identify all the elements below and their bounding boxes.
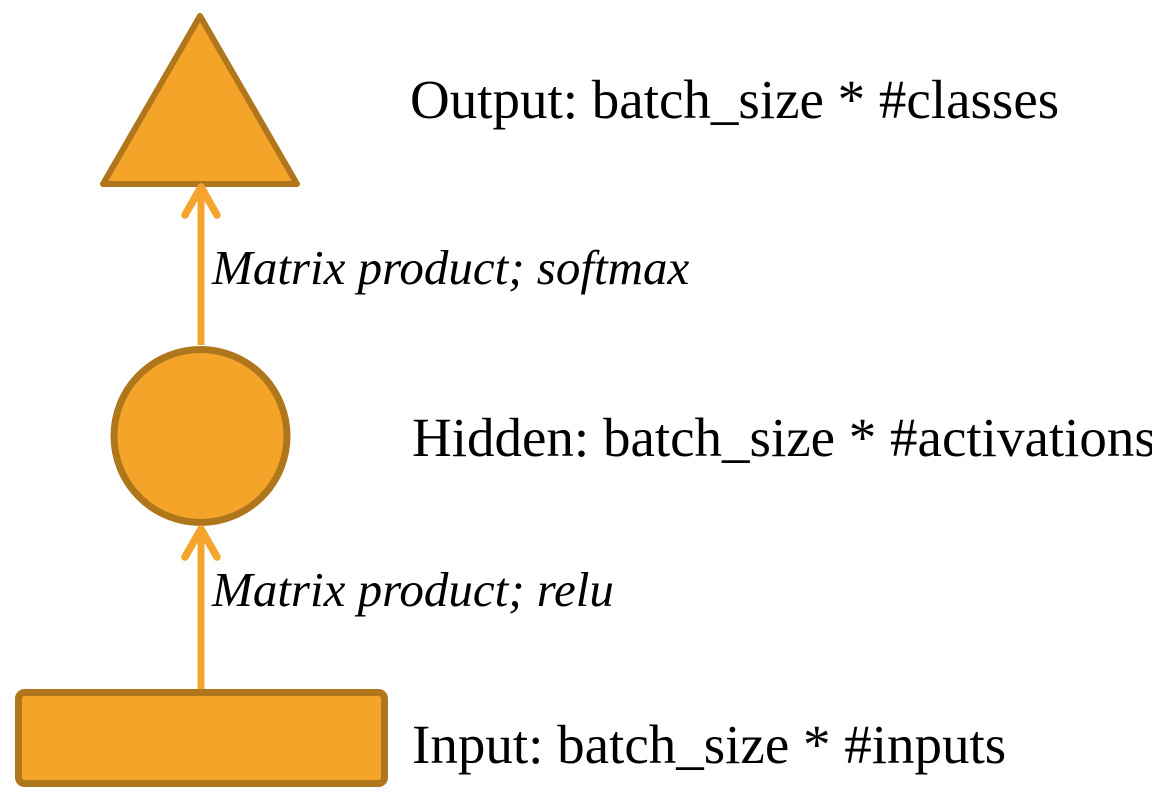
edge-label-relu: Matrix product; relu (212, 562, 614, 617)
arrow-input-to-hidden (181, 525, 221, 689)
output-triangle-shape (100, 13, 300, 187)
input-node-label: Input: batch_size * #inputs (412, 714, 1007, 775)
hidden-circle-shape (110, 346, 291, 526)
arrow-hidden-to-output (181, 183, 221, 345)
hidden-node-label: Hidden: batch_size * #activations (412, 407, 1152, 468)
arrowhead-up-icon (181, 183, 221, 219)
output-node-label: Output: batch_size * #classes (410, 69, 1060, 130)
edge-label-softmax: Matrix product; softmax (212, 240, 690, 295)
arrowhead-up-icon (181, 525, 221, 561)
input-rectangle-shape (15, 689, 388, 787)
